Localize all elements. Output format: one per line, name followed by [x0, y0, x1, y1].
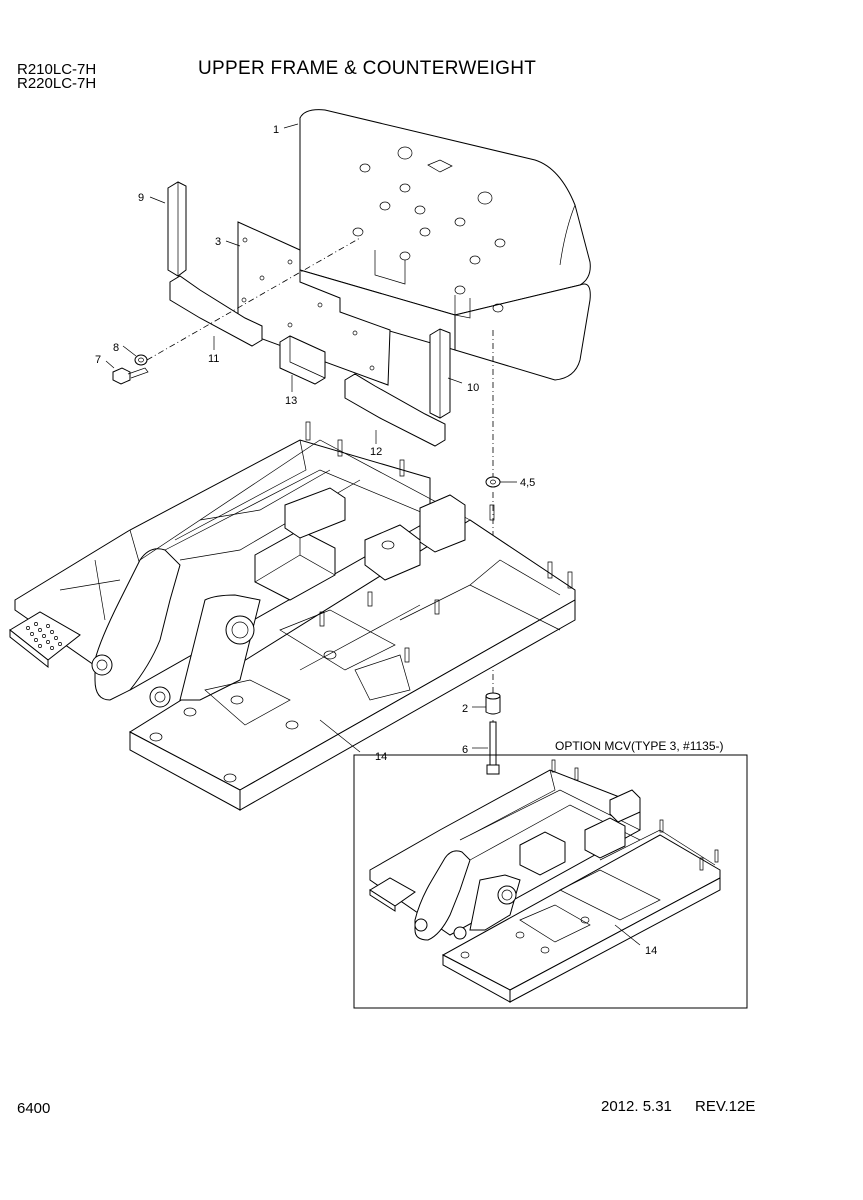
washer-8	[134, 354, 148, 366]
bolt-6	[486, 721, 500, 775]
shim-10	[429, 328, 451, 419]
callout-13: 13	[285, 395, 297, 407]
option-box	[353, 754, 748, 1009]
option-label: OPTION MCV(TYPE 3, #1135-)	[555, 739, 724, 753]
counterweight	[299, 109, 591, 381]
callout-11: 11	[208, 353, 219, 365]
block-13	[279, 335, 326, 385]
callout-14-option: 14	[645, 945, 657, 957]
callout-9: 9	[138, 192, 144, 204]
revision-date: 2012. 5.31	[601, 1098, 672, 1115]
shim-9	[167, 181, 187, 277]
bolt-7	[112, 367, 149, 385]
callout-12: 12	[370, 446, 382, 458]
page-number: 6400	[17, 1100, 51, 1117]
model-r220: R220LC-7H	[17, 75, 97, 92]
callout-1: 1	[273, 124, 279, 136]
revision-code: REV.12E	[695, 1098, 756, 1115]
page-title: UPPER FRAME & COUNTERWEIGHT	[198, 58, 537, 79]
leader-lines	[105, 123, 641, 946]
callout-14-main: 14	[375, 751, 387, 763]
callout-6: 6	[462, 744, 468, 756]
callout-4-5: 4,5	[520, 477, 535, 489]
callout-10: 10	[467, 382, 479, 394]
washer-4-5	[485, 476, 501, 488]
spacer-2	[485, 692, 501, 715]
bracket-11	[169, 275, 263, 347]
callout-8: 8	[113, 342, 119, 354]
callout-2: 2	[462, 703, 468, 715]
bracket-12	[344, 373, 446, 447]
callout-3: 3	[215, 236, 221, 248]
model-r210: R210LC-7H	[17, 61, 97, 78]
callout-7: 7	[95, 354, 101, 366]
upper-frame	[9, 421, 576, 811]
option-frame	[369, 759, 721, 1003]
